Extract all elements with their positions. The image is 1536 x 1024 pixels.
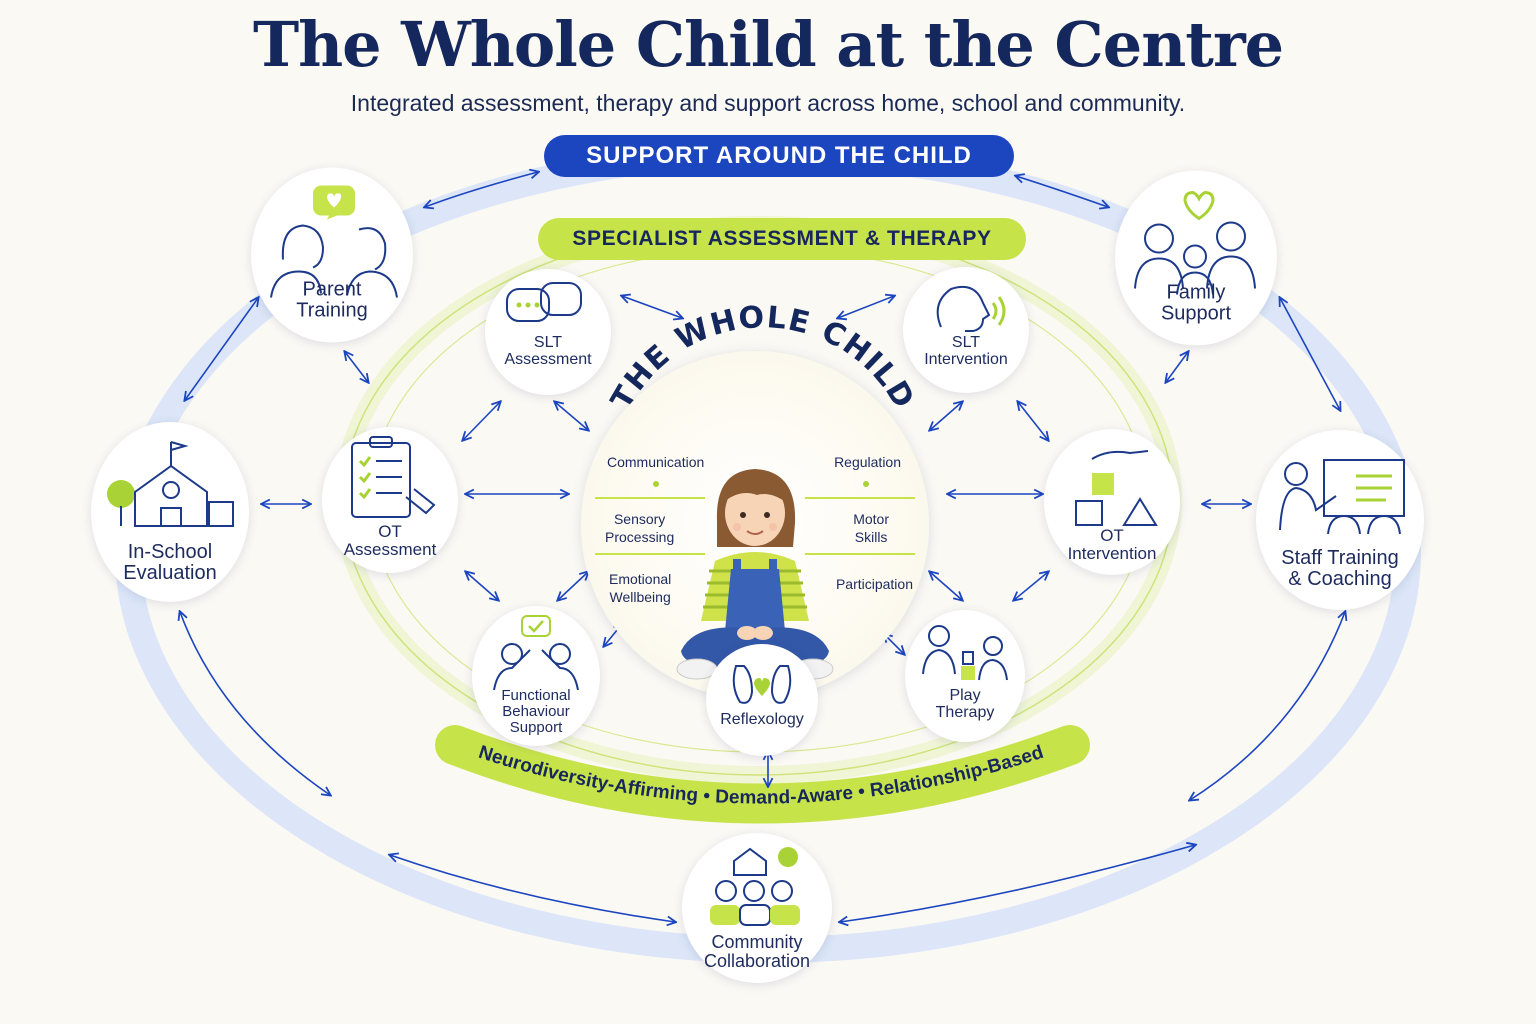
staff-training-node: Staff Training & Coaching — [1256, 430, 1424, 610]
in-school-evaluation-node: In-School Evaluation — [91, 422, 249, 602]
play-therapy-node: Play Therapy — [905, 610, 1025, 742]
parent-training-node: Parent Training — [251, 167, 413, 343]
aspect-emotional-wellbeing: Emotional Wellbeing — [609, 571, 672, 605]
teacher-whiteboard-icon — [1279, 459, 1405, 535]
high-five-icon — [493, 615, 579, 691]
family-support-label: Family Support — [1160, 281, 1232, 325]
community-collaboration-label: Community Collaboration — [703, 932, 811, 971]
staff-training-label: Staff Training & Coaching — [1281, 547, 1399, 590]
ot-intervention-label: OT Intervention — [1067, 526, 1157, 563]
aspect-sensory-processing: Sensory Processing — [605, 511, 675, 545]
parent-training-label: Parent Training — [296, 278, 368, 322]
children-playing-blocks-icon — [922, 625, 1008, 681]
ot-intervention-node: OT Intervention — [1044, 429, 1180, 575]
ot-assessment-label: OT Assessment — [343, 522, 437, 559]
functional-behaviour-support-label: Functional Behaviour Support — [501, 687, 571, 736]
reflexology-node: Reflexology — [706, 644, 818, 756]
page-title: The Whole Child at the Centre — [252, 8, 1284, 81]
feet-heart-icon — [732, 665, 792, 704]
functional-behaviour-support-node: Functional Behaviour Support — [472, 606, 600, 746]
support-around-child-banner: SUPPORT AROUND THE CHILD — [544, 135, 1014, 177]
community-people-icon — [710, 847, 800, 926]
hand-blocks-shapes-icon — [1075, 450, 1158, 526]
page-subtitle: Integrated assessment, therapy and suppo… — [350, 90, 1186, 116]
family-support-node: Family Support — [1115, 170, 1277, 346]
aspect-participation: Participation — [835, 576, 913, 592]
aspect-communication: Communication — [607, 454, 705, 470]
family-heart-icon — [1134, 190, 1256, 295]
reflexology-label: Reflexology — [720, 711, 804, 728]
slt-assessment-node: SLT Assessment — [485, 269, 611, 395]
speaking-head-icon — [936, 285, 1006, 332]
aspect-motor-skills: Motor Skills — [853, 511, 889, 545]
connection-arrows — [180, 172, 1345, 922]
in-school-evaluation-label: In-School Evaluation — [123, 541, 217, 584]
slt-intervention-node: SLT Intervention — [903, 267, 1029, 393]
aspect-regulation: Regulation — [834, 454, 901, 470]
clipboard-checklist-icon — [351, 436, 436, 518]
school-building-icon — [107, 441, 234, 527]
community-collaboration-node: Community Collaboration — [682, 833, 832, 983]
speech-bubbles-icon — [506, 282, 582, 322]
principles-band — [435, 725, 1090, 824]
slt-intervention-label: SLT Intervention — [924, 334, 1008, 368]
specialist-therapy-banner: SPECIALIST ASSESSMENT & THERAPY — [538, 218, 1026, 260]
parents-talking-heart-icon — [270, 185, 398, 298]
play-therapy-label: Play Therapy — [935, 687, 995, 721]
ot-assessment-node: OT Assessment — [322, 427, 458, 573]
slt-assessment-label: SLT Assessment — [504, 334, 592, 368]
